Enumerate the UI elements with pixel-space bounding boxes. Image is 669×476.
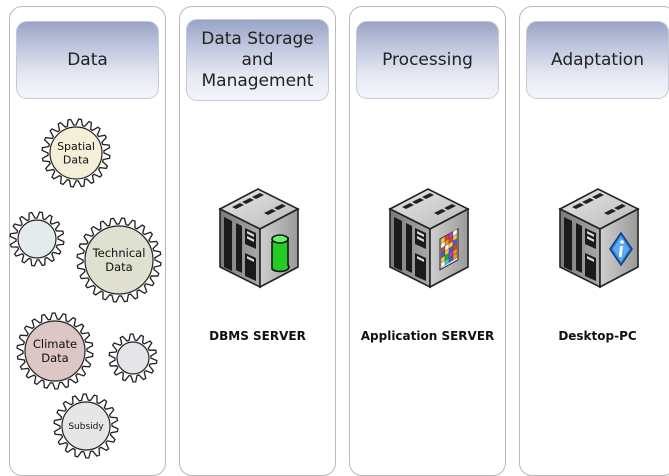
gear-hub bbox=[61, 401, 111, 451]
gear-blank-tiny bbox=[108, 333, 158, 383]
gear-hub bbox=[17, 219, 57, 259]
gear-subsidy: Subsidy bbox=[53, 393, 119, 459]
application-server-label: Application SERVER bbox=[360, 329, 495, 343]
storage-column: Data Storage and Management DBMS SERVER bbox=[179, 6, 336, 476]
color-grid-icon bbox=[439, 228, 459, 271]
adaptation-column: Adaptation Desktop-PC bbox=[519, 6, 669, 476]
gear-hub bbox=[24, 320, 86, 382]
data-header: Data bbox=[16, 21, 159, 99]
gear-blank-small bbox=[9, 211, 65, 267]
dbms-server-icon bbox=[219, 188, 299, 288]
storage-header: Data Storage and Management bbox=[186, 19, 329, 101]
info-icon bbox=[609, 231, 633, 267]
gear-hub bbox=[49, 126, 103, 180]
dbms-server-label: DBMS SERVER bbox=[209, 329, 306, 343]
desktop-pc-label: Desktop-PC bbox=[558, 329, 637, 343]
processing-column: Processing Application SERVER bbox=[349, 6, 506, 476]
database-icon bbox=[271, 234, 290, 273]
adaptation-header: Adaptation bbox=[526, 21, 669, 99]
processing-header: Processing bbox=[356, 21, 499, 99]
gear-hub bbox=[116, 341, 150, 375]
application-server-icon bbox=[389, 188, 469, 288]
gear-label: Subsidy bbox=[68, 422, 104, 432]
desktop-pc-icon bbox=[559, 188, 639, 288]
gear-hub bbox=[84, 225, 154, 295]
